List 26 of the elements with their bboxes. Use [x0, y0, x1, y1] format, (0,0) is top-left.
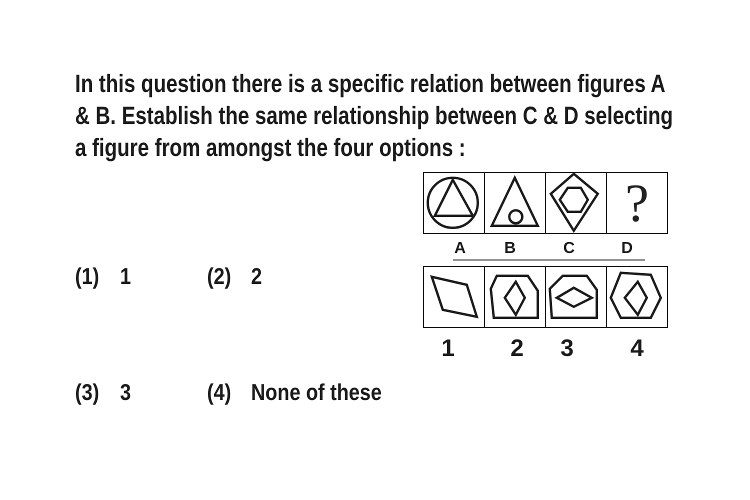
figure-label: 4: [630, 337, 644, 361]
question-mark: ?: [625, 176, 649, 230]
figure-label: A: [454, 241, 466, 257]
option-answer: None of these: [251, 379, 382, 405]
figure-cell: [606, 172, 668, 234]
option-number: (1): [75, 263, 100, 289]
figure-label: D: [621, 241, 633, 257]
figure-label: B: [504, 241, 516, 257]
figure-cell: [423, 266, 485, 328]
question-text: In this question there is a specific relation between figures A & B. Establish the same relationship between C & D selecting a figure from amongst the four options :: [75, 69, 674, 164]
figure-cell: [545, 266, 607, 328]
option-number: (2): [207, 263, 232, 289]
figure-cell: [484, 266, 546, 328]
option-answer: 1: [120, 263, 131, 289]
figure-label: 1: [441, 337, 455, 361]
figure-cell: [606, 266, 668, 328]
option-number: (3): [75, 379, 100, 405]
figure-cell: [545, 172, 607, 234]
option-answer: 3: [120, 379, 131, 405]
option-number: (4): [207, 379, 232, 405]
figure-label: 3: [560, 337, 574, 361]
option-answer: 2: [251, 263, 262, 289]
figure-label: 2: [510, 337, 524, 361]
figure-cell: [484, 172, 546, 234]
figure-cell: [423, 172, 485, 234]
figure-label: C: [563, 241, 575, 257]
